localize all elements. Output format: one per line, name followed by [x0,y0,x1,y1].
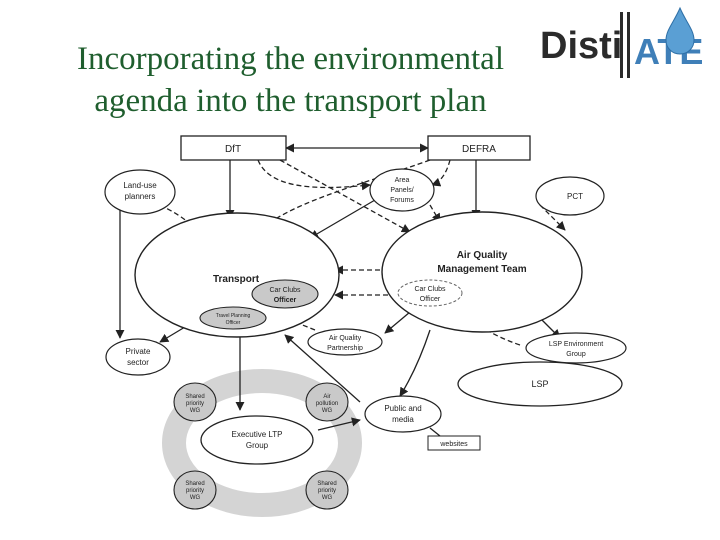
public-media-label-2: media [392,415,414,424]
arrow-pct-aqmt [539,204,566,231]
slide-title-line-1: Incorporating the environmental [76,41,505,77]
lsp-env-label-1: LSP Environment [549,341,603,348]
sp-bl-label-1: Shared [185,481,204,487]
lsp-environment-group-node [525,332,627,364]
logo-bar-2 [627,12,630,78]
executive-label-1: Executive LTP [232,430,283,439]
logo-bar-1 [620,12,623,78]
executive-label-2: Group [246,441,269,450]
aq-partnership-label-1: Air Quality [329,335,362,342]
aqmt-label-2: Management Team [437,264,526,275]
arrow-aqmt-public [399,329,431,397]
travel-planning-officer-node [199,306,267,330]
travel-planning-label-2: Officer [226,320,241,326]
ap-label-2: pollution [316,401,338,407]
shared-priority-wg-top-left [173,382,217,422]
aqmt-label-1: Air Quality [457,250,508,261]
dft-box [180,135,287,161]
defra-label: DEFRA [462,144,496,155]
executive-ltp-group-node [200,415,314,465]
slide-title: Incorporating the environmental agenda i… [48,38,533,122]
websites-label: websites [439,441,468,448]
pct-label: PCT [567,192,583,201]
line-public-websites [429,427,441,437]
arrow-dft-aqmt-dashed [279,159,411,233]
air-pollution-wg [305,382,349,422]
car-clubs-officer-node [251,279,319,309]
distillate-logo: Disti ATE [540,6,703,78]
private-sector-label-2: sector [127,358,149,367]
car-clubs-officer-label-2: Officer [274,297,297,304]
car-clubs-officer-dashed-node [397,279,463,307]
arrow-executive-public [317,417,361,431]
sp-bl-label-2: priority [186,488,204,494]
public-media-label-1: Public and [384,404,421,413]
aq-partnership-node [307,328,383,356]
car-clubs-dashed-label-1: Car Clubs [414,286,446,293]
shared-priority-wg-bottom-right [305,470,349,510]
land-use-label-2: planners [125,192,156,201]
travel-planning-label-1: Travel Planning [216,313,251,319]
private-sector-node [105,338,171,376]
sp-tl-label-1: Shared [185,394,204,400]
land-use-planners-node [104,169,176,215]
dft-label: DfT [225,144,241,155]
arrow-area-panels-transport [309,199,376,239]
logo-text-left: Disti [540,25,622,67]
working-groups-ring [162,369,362,517]
arrow-defra-area-panels [431,159,451,187]
area-panels-label-3: Forums [390,197,414,204]
defra-box [427,135,531,161]
public-media-node [364,395,442,433]
sp-tl-label-3: WG [190,408,201,414]
sp-br-label-3: WG [322,495,333,501]
private-sector-label-1: Private [126,347,151,356]
shared-priority-wg-bottom-left [173,470,217,510]
sp-br-label-1: Shared [317,481,336,487]
land-use-label-1: Land-use [123,181,157,190]
ap-label-1: Air [323,394,330,400]
aq-partnership-label-2: Partnership [327,345,363,352]
area-panels-label-2: Panels/ [390,187,413,194]
sp-br-label-2: priority [318,488,336,494]
arrow-public-transport [284,334,361,403]
slide-title-line-2: agenda into the transport plan [94,83,487,119]
sp-tl-label-2: priority [186,401,204,407]
arrow-aqmt-partnership [384,311,411,334]
water-drop-icon [665,6,695,55]
ap-label-3: WG [322,408,333,414]
arrow-dft-area-panels [257,159,371,191]
car-clubs-dashed-label-2: Officer [420,296,441,303]
lsp-node [457,361,623,407]
transport-label: Transport [213,274,260,285]
sp-bl-label-3: WG [190,495,201,501]
lsp-env-label-2: Group [566,351,586,358]
area-panels-label-1: Area [395,177,410,184]
area-panels-node [369,168,435,212]
car-clubs-officer-label-1: Car Clubs [269,287,301,294]
websites-box [427,435,481,451]
pct-node [535,176,605,216]
lsp-label: LSP [531,379,548,389]
